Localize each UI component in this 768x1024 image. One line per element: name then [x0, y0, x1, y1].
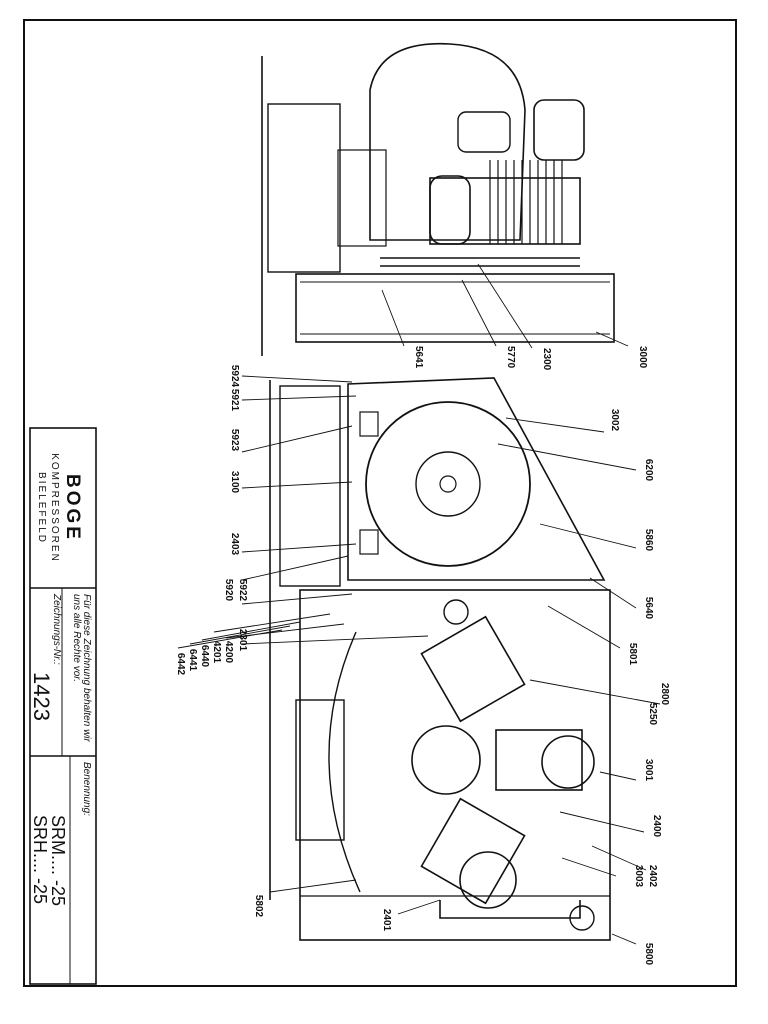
cylinder-right	[495, 729, 583, 791]
cylinder-lower	[420, 797, 526, 905]
engine-cooling-fins	[489, 160, 563, 244]
part-number-2402: 2402	[647, 865, 658, 888]
part-number-2400: 2400	[651, 815, 662, 838]
part-number-2401: 2401	[381, 909, 392, 932]
drawing-number: 1423	[29, 672, 54, 721]
upper-assembly-view	[261, 42, 615, 356]
model-designation-2: SRH.... -25	[30, 815, 50, 904]
flywheel-ring	[328, 631, 361, 893]
part-number-6441: 6441	[187, 649, 198, 672]
part-number-5920: 5920	[223, 579, 234, 602]
part-number-2403: 2403	[229, 533, 240, 556]
fan-housing-outline	[369, 42, 526, 241]
engine-head	[429, 175, 471, 245]
part-number-6440: 6440	[199, 645, 210, 668]
valve-cap-upper	[443, 599, 469, 625]
designation-label: Benennung:	[81, 762, 92, 816]
drawing-frame	[23, 19, 737, 987]
part-number-5250: 5250	[647, 703, 658, 726]
part-number-2800: 2800	[659, 683, 670, 706]
crank-housing	[411, 725, 481, 795]
cylinder-upper	[420, 615, 526, 723]
part-number-3100: 3100	[229, 471, 240, 494]
engine-block	[429, 177, 581, 245]
copyright-line1: Für diese Zeichnung behalten wir	[81, 594, 92, 743]
part-number-5802: 5802	[253, 895, 264, 918]
valve-cap-right	[541, 735, 595, 789]
part-number-5640: 5640	[643, 597, 654, 620]
motor-mount	[359, 411, 379, 437]
part-number-6200: 6200	[643, 459, 654, 482]
outlet-fitting	[569, 905, 595, 931]
air-filter	[533, 99, 585, 161]
drawing-number-label: Zeichnungs-Nr.:	[51, 593, 62, 665]
part-number-6442: 6442	[175, 653, 186, 676]
company-logo: BOGE	[62, 474, 83, 542]
part-number-3001: 3001	[643, 759, 654, 782]
outlet-pipe	[439, 900, 581, 919]
motor-pulley-inner	[415, 451, 481, 517]
upper-bracket	[267, 103, 341, 273]
copyright-line2: uns alle Rechte vor.	[71, 594, 82, 682]
part-number-2300: 2300	[541, 348, 552, 371]
part-number-5800: 5800	[643, 943, 654, 966]
part-number-5924: 5924	[229, 365, 240, 388]
company-name-line1: KOMPRESSOREN	[49, 453, 60, 563]
title-block-border	[29, 427, 97, 985]
part-number-4201: 4201	[211, 641, 222, 664]
motor-pulley-hub	[439, 475, 457, 493]
part-number-5922: 5922	[237, 579, 248, 602]
motor-housing	[347, 377, 606, 581]
motor-pulley	[365, 401, 531, 567]
part-number-4200: 4200	[223, 641, 234, 664]
upper-base-frame	[295, 273, 615, 343]
part-number-5860: 5860	[643, 529, 654, 552]
part-number-2301: 2301	[237, 629, 248, 652]
lower-assembly-view	[269, 377, 611, 941]
motor-mount	[359, 529, 379, 555]
compressor-tank	[299, 589, 611, 941]
part-number-5923: 5923	[229, 429, 240, 452]
upper-bracket-inner	[337, 149, 387, 247]
part-number-5641: 5641	[413, 346, 424, 369]
side-panel	[295, 699, 345, 841]
part-number-5921: 5921	[229, 389, 240, 412]
part-number-5801: 5801	[627, 643, 638, 666]
company-name-line2: BIELEFELD	[36, 472, 47, 544]
valve-cap-lower	[459, 851, 517, 909]
part-number-3003: 3003	[633, 865, 644, 888]
part-number-3000: 3000	[637, 346, 648, 369]
part-number-5770: 5770	[505, 346, 516, 369]
air-filter-lid	[457, 111, 511, 153]
part-number-3002: 3002	[609, 409, 620, 432]
part-callouts: 5641 5770 2300 3000 5924 5921 5923 3100 …	[175, 263, 670, 966]
lower-side-bracket	[279, 385, 341, 587]
model-designation-1: SRM.... -25	[48, 815, 68, 906]
title-block: BOGE KOMPRESSOREN BIELEFELD Für diese Ze…	[29, 427, 97, 985]
